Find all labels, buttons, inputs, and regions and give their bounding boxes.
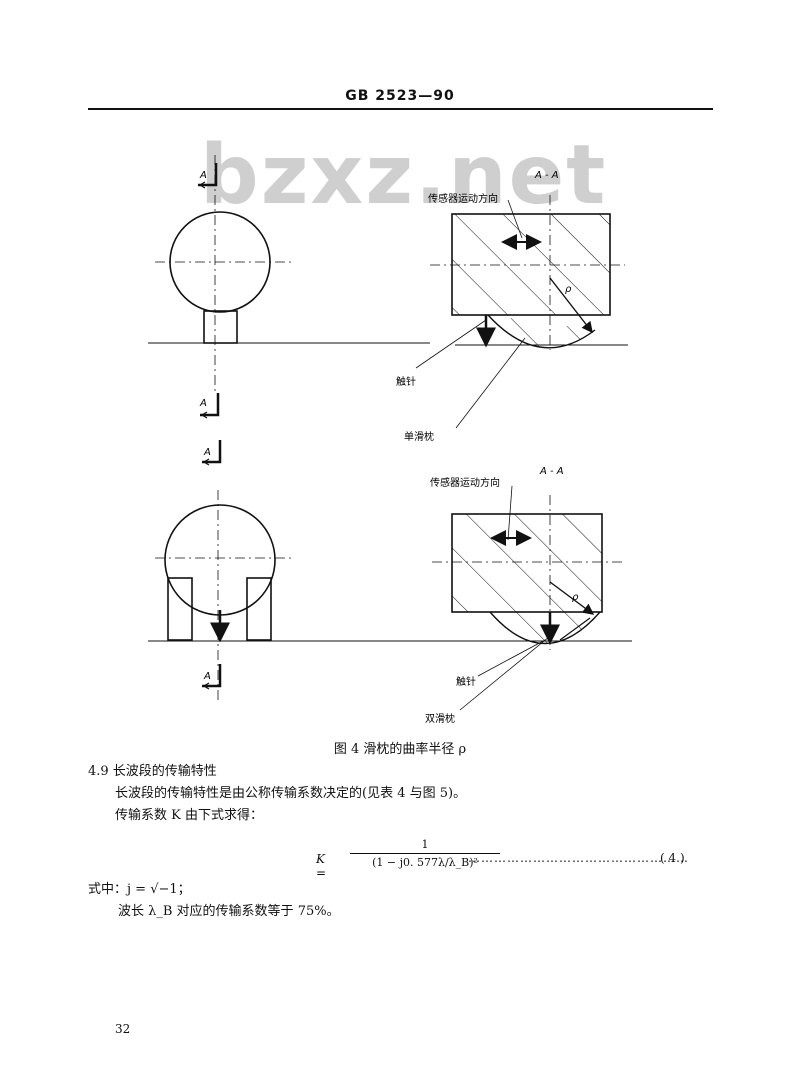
section-mark-bottom-2: A: [203, 671, 211, 682]
formula-lhs: K =: [316, 852, 327, 880]
rho-label-bottom: ρ: [572, 592, 579, 603]
motion-direction-label-top: 传感器运动方向: [428, 192, 498, 205]
header-rule: [88, 108, 713, 110]
double-skid-front-view: [148, 440, 632, 700]
view-label-top: A - A: [534, 170, 559, 181]
section-mark-top-1: A: [199, 170, 207, 181]
section-mark-bottom-1: A: [203, 447, 211, 458]
single-skid-front-view: [148, 155, 430, 419]
double-skid-label: 双滑枕: [425, 712, 455, 725]
figure-caption: 图 4 滑枕的曲率半径 ρ: [333, 742, 467, 757]
stylus-label-bottom: 触针: [456, 675, 476, 688]
where-line: 式中：j = √−1；: [88, 882, 191, 897]
section-title: 4.9 长波段的传输特性: [88, 764, 217, 779]
formula-fraction: 1 (1 − j0. 577λ/λ_B)²: [350, 838, 500, 869]
page-number: 32: [115, 1022, 131, 1036]
formula-numerator: 1: [421, 838, 429, 851]
single-skid-section-view: [415, 195, 628, 429]
formula-denominator: (1 − j0. 577λ/λ_B)²: [372, 856, 478, 869]
rho-label-top: ρ: [565, 284, 572, 295]
paragraph-1: 长波段的传输特性是由公称传输系数决定的(见表 4 与图 5)。: [115, 786, 467, 801]
view-label-bottom: A - A: [539, 466, 564, 477]
section-mark-top-2: A: [199, 398, 207, 409]
watermark: bzxz.net: [200, 128, 608, 223]
fraction-bar: [350, 853, 500, 854]
paragraph-3: 波长 λ_B 对应的传输系数等于 75%。: [118, 904, 340, 919]
paragraph-2: 传输系数 K 由下式求得：: [115, 808, 263, 823]
formula-leader-dots: ……………………………………………: [468, 851, 689, 865]
stylus-label-top: 触针: [396, 375, 416, 388]
standard-code: GB 2523—90: [345, 88, 455, 104]
double-skid-section-view: [432, 485, 625, 711]
motion-direction-label-bottom: 传感器运动方向: [430, 476, 500, 489]
equation-number: ( 4 ): [660, 851, 685, 865]
single-skid-label: 单滑枕: [404, 430, 434, 443]
